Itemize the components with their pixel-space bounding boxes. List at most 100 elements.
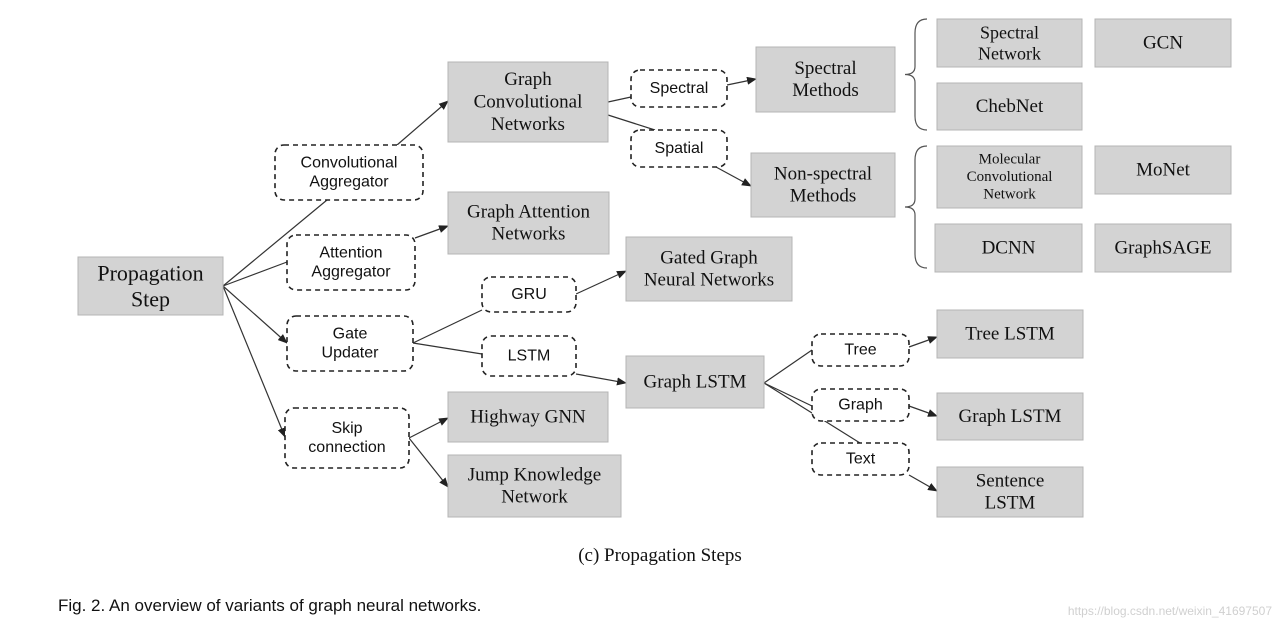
non-spectral-methods-label: Methods — [790, 186, 857, 207]
spectral-node: Spectral — [630, 69, 728, 108]
graph-convolutional-networks-label: Networks — [491, 114, 565, 135]
lstm-node: LSTM — [481, 335, 577, 377]
attention-aggregator-label: Aggregator — [311, 263, 391, 280]
monet-node: MoNet — [1094, 145, 1232, 195]
monet-box — [1094, 145, 1232, 195]
molecular-convolutional-network-label: Network — [983, 187, 1036, 203]
tree-lstm-box — [936, 309, 1084, 359]
jump-knowledge-network-box — [447, 454, 622, 518]
gate-updater-label: Gate — [333, 326, 368, 343]
edge-line — [763, 349, 813, 384]
graph-lstm-center-node: Graph LSTM — [625, 355, 765, 409]
edge-line — [222, 199, 328, 287]
graph-lstm-center-box — [625, 355, 765, 409]
lstm-label: LSTM — [508, 348, 551, 365]
highway-gnn-node: Highway GNN — [447, 391, 609, 443]
edge-line — [908, 474, 938, 492]
convolutional-aggregator-box — [274, 144, 424, 201]
chebnet-box — [936, 82, 1083, 131]
gated-graph-neural-networks-label: Gated Graph — [660, 247, 758, 268]
graph-label: Graph — [838, 397, 882, 414]
edge-line — [726, 76, 757, 86]
edge-line — [408, 437, 449, 488]
graphsage-node: GraphSAGE — [1094, 223, 1232, 273]
edge-line — [607, 96, 632, 103]
highway-gnn-label: Highway GNN — [470, 407, 586, 428]
sentence-lstm-label: LSTM — [985, 493, 1036, 514]
graph-convolutional-networks-box — [447, 61, 609, 143]
graph-convolutional-networks-label: Convolutional — [474, 92, 583, 113]
text-node: Text — [811, 442, 910, 476]
graph-attention-networks-label: Networks — [492, 224, 566, 245]
propagation-step-label: Step — [131, 286, 170, 311]
text-box — [811, 442, 910, 476]
watermark: https://blog.csdn.net/weixin_41697507 — [1067, 604, 1272, 618]
edge-line — [222, 285, 286, 438]
graph-attention-networks-label: Graph Attention — [467, 201, 590, 222]
graph-lstm-right-box — [936, 392, 1084, 441]
edge-line — [412, 309, 483, 344]
non-spectral-methods-brace — [904, 145, 928, 269]
lstm-box — [481, 335, 577, 377]
spectral-network-box — [936, 18, 1083, 68]
edge-line — [763, 382, 813, 407]
skip-connection-box — [284, 407, 410, 469]
gate-updater-box — [286, 315, 414, 372]
edge-line — [607, 114, 656, 131]
figure-caption: Fig. 2. An overview of variants of graph… — [58, 596, 482, 615]
text-label: Text — [846, 451, 876, 468]
convolutional-aggregator-label: Convolutional — [301, 155, 398, 172]
spectral-network-label: Network — [978, 44, 1041, 64]
edge-line — [763, 382, 861, 444]
skip-connection-label: Skip — [331, 420, 362, 437]
gru-node: GRU — [481, 276, 577, 313]
edge-line — [222, 261, 288, 287]
gru-label: GRU — [511, 286, 547, 303]
edge-line — [222, 285, 288, 344]
edge-line — [908, 336, 938, 348]
subfigure-caption: (c) Propagation Steps — [578, 545, 742, 566]
spectral-network-label: Spectral — [980, 22, 1039, 42]
edge-line — [396, 100, 449, 146]
graphsage-box — [1094, 223, 1232, 273]
edge-line — [908, 405, 938, 417]
diagram-braces — [904, 18, 928, 269]
chebnet-node: ChebNet — [936, 82, 1083, 131]
spectral-methods-label: Spectral — [794, 58, 856, 79]
molecular-convolutional-network-label: Convolutional — [967, 169, 1053, 185]
tree-lstm-node: Tree LSTM — [936, 309, 1084, 359]
skip-connection-label: connection — [308, 439, 385, 456]
edge-line — [408, 417, 449, 439]
edge-line — [575, 270, 627, 295]
tree-lstm-label: Tree LSTM — [965, 324, 1055, 345]
gated-graph-neural-networks-box — [625, 236, 793, 302]
propagation-step-box — [77, 256, 224, 316]
dcnn-label: DCNN — [982, 238, 1036, 259]
gcn-node: GCN — [1094, 18, 1232, 68]
gated-graph-neural-networks-label: Neural Networks — [644, 270, 774, 291]
spectral-methods-brace — [904, 18, 928, 131]
spatial-node: Spatial — [630, 129, 728, 168]
dcnn-box — [934, 223, 1083, 273]
sentence-lstm-box — [936, 466, 1084, 518]
molecular-convolutional-network-label: Molecular — [979, 151, 1041, 167]
non-spectral-methods-box — [750, 152, 896, 218]
monet-label: MoNet — [1136, 160, 1191, 181]
skip-connection-node: Skip connection — [284, 407, 410, 469]
gcn-box — [1094, 18, 1232, 68]
diagram-edges — [222, 76, 938, 492]
dcnn-node: DCNN — [934, 223, 1083, 273]
edge-line — [412, 342, 483, 355]
edge-line — [715, 166, 752, 187]
graph-lstm-right-label: Graph LSTM — [959, 406, 1062, 427]
